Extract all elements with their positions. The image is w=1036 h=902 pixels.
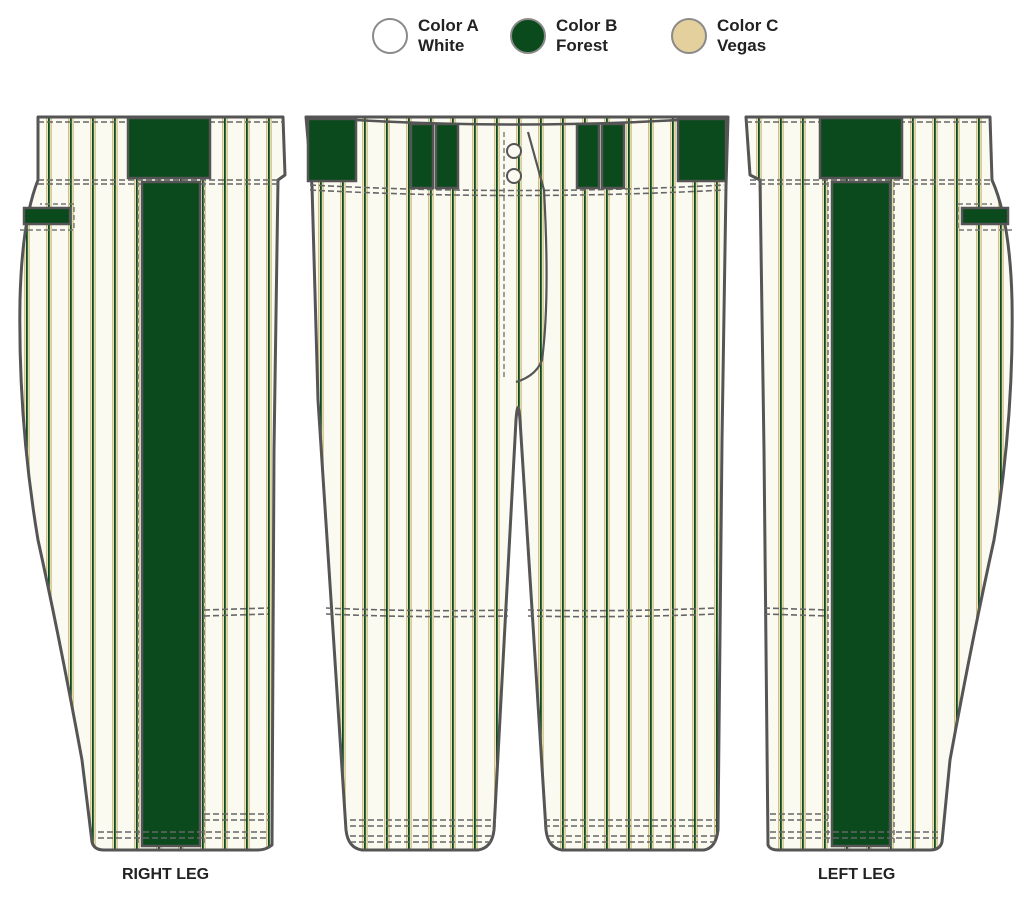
front-belt-loop-4: [600, 122, 626, 190]
left-belt-loop: [818, 116, 904, 180]
color-c-swatch: [671, 18, 707, 54]
color-a-name: White: [418, 36, 465, 55]
right-leg-view: [18, 115, 287, 852]
right-belt-loop: [126, 116, 212, 180]
color-c-name: Vegas: [717, 36, 767, 55]
front-belt-loop-1: [409, 122, 435, 190]
front-pants-body: [304, 115, 730, 852]
color-a-swatch: [372, 18, 408, 54]
front-belt-loop-2: [434, 122, 460, 190]
fly-placket: [515, 131, 548, 384]
button-icon-top: [506, 143, 522, 159]
front-view: [304, 115, 730, 852]
color-c-title: Color C: [717, 16, 779, 35]
right-pocket-welt: [22, 206, 72, 226]
left-side-panel: [830, 180, 892, 848]
color-b-name: Forest: [556, 36, 608, 55]
color-b-swatch: [510, 18, 546, 54]
right-side-panel: [140, 180, 202, 848]
button-icon-bottom: [506, 168, 522, 184]
left-leg-view: [744, 115, 1014, 852]
left-leg-label: LEFT LEG: [818, 866, 896, 883]
color-b-title: Color B: [556, 16, 618, 35]
front-belt-loop-3: [575, 122, 601, 190]
color-a-title: Color A: [418, 16, 479, 35]
right-leg-label: RIGHT LEG: [122, 866, 210, 883]
front-right-belt-panel: [676, 117, 728, 183]
front-left-belt-panel: [306, 117, 358, 183]
left-pocket-welt: [960, 206, 1010, 226]
